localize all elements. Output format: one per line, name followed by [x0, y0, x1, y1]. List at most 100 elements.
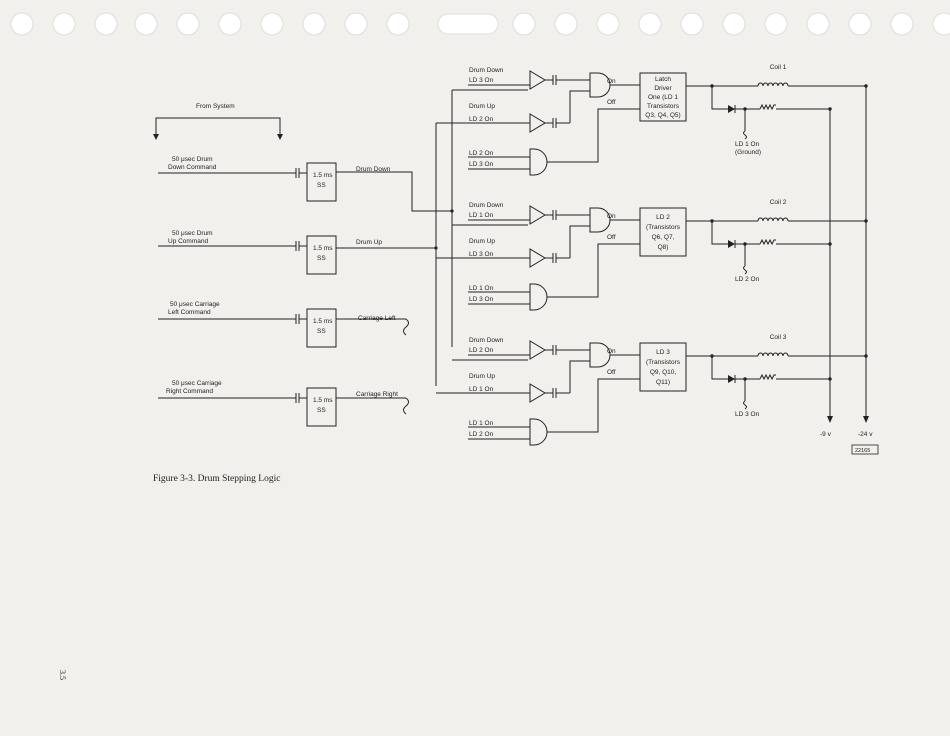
punch-hole — [386, 12, 410, 36]
ss-type-label: SS — [317, 407, 326, 414]
input-label: Drum Down — [469, 337, 504, 344]
drawing-number-box — [851, 444, 879, 455]
punch-hole — [10, 12, 34, 36]
coil-symbol — [757, 217, 789, 222]
carriage-left-output-label: Carriage Left — [358, 315, 396, 322]
punch-hole — [764, 12, 788, 36]
amplifier-symbol — [529, 70, 546, 90]
drum-down-command-label: 50 μsec Drum Down Command — [168, 156, 217, 171]
input-label: LD 1 On — [469, 386, 494, 393]
input-label: LD 2 On — [469, 116, 494, 123]
input-label: LD 3 On — [469, 77, 494, 84]
ss-time-label: 1.5 ms — [313, 318, 333, 325]
ss-box — [306, 308, 337, 348]
driver-label: Q11) — [656, 379, 670, 386]
from-system-label: From System — [196, 103, 235, 110]
input-label: Drum Down — [469, 202, 504, 209]
input-label: LD 3 On — [469, 251, 494, 258]
on-label: On — [607, 213, 616, 220]
ss-box — [306, 387, 337, 427]
or-gate — [589, 207, 611, 233]
punch-hole — [302, 12, 326, 36]
ld-label: LD 1 On — [735, 141, 760, 148]
coil-symbol — [757, 82, 789, 87]
ld-label: LD 3 On — [735, 411, 760, 418]
ss-box — [306, 235, 337, 275]
driver-label: LD 2 — [656, 214, 670, 221]
punch-hole — [680, 12, 704, 36]
ss-type-label: SS — [317, 255, 326, 262]
ld-label: (Ground) — [735, 149, 761, 156]
and-gate — [529, 148, 548, 176]
ss-time-label: 1.5 ms — [313, 172, 333, 179]
punch-hole — [722, 12, 746, 36]
input-label: LD 3 On — [469, 296, 494, 303]
punch-hole — [806, 12, 830, 36]
diode-symbol — [728, 105, 735, 113]
punch-hole — [554, 12, 578, 36]
off-label: Off — [607, 99, 616, 106]
latch-driver-box — [639, 207, 687, 257]
input-label: Drum Up — [469, 373, 495, 380]
carriage-right-command-label: 50 μsec Carriage Right Command — [166, 380, 222, 395]
drawing-number: 22165 — [855, 448, 870, 454]
svg-text:50 μsec Drum: 50 μsec Drum — [172, 230, 213, 237]
neg-24v-label: -24 v — [858, 431, 873, 438]
input-label: LD 1 On — [469, 212, 494, 219]
punch-hole — [260, 12, 284, 36]
ld-label: LD 2 On — [735, 276, 760, 283]
punch-hole — [512, 12, 536, 36]
driver-label: Driver — [654, 85, 672, 92]
punch-hole — [134, 12, 158, 36]
driver-label: (Transistors — [646, 224, 681, 231]
driver-label: Q8) — [658, 244, 669, 251]
driver-label: (Transistors — [646, 359, 681, 366]
neg-9v-label: -9 v — [820, 431, 832, 438]
punch-hole — [932, 12, 950, 36]
svg-text:Up Command: Up Command — [168, 238, 208, 245]
punch-hole — [218, 12, 242, 36]
punch-hole — [848, 12, 872, 36]
carriage-right-output-label: Carriage Right — [356, 391, 398, 398]
resistor-symbol — [759, 373, 776, 381]
driver-label: Q3, Q4, Q5) — [645, 112, 680, 119]
input-label: LD 2 On — [469, 431, 494, 438]
amplifier-symbol — [529, 340, 546, 360]
diode-symbol — [728, 240, 735, 248]
amplifier-symbol — [529, 205, 546, 225]
punch-holes — [10, 12, 950, 36]
svg-text:Down Command: Down Command — [168, 164, 217, 171]
supply-rails — [827, 86, 869, 423]
ss-box — [306, 162, 337, 202]
drum-up-command-label: 50 μsec Drum Up Command — [168, 230, 213, 245]
input-label: LD 2 On — [469, 150, 494, 157]
punch-hole — [638, 12, 662, 36]
amplifier-symbol — [529, 383, 546, 403]
punch-hole — [890, 12, 914, 36]
ss-type-label: SS — [317, 328, 326, 335]
ss-time-label: 1.5 ms — [313, 245, 333, 252]
svg-text:50 μsec Carriage: 50 μsec Carriage — [172, 380, 222, 387]
svg-text:50 μsec Drum: 50 μsec Drum — [172, 156, 213, 163]
or-gate — [589, 72, 611, 98]
driver-label: LD 3 — [656, 349, 670, 356]
driver-label: Transistors — [647, 103, 680, 110]
punch-hole — [176, 12, 200, 36]
input-label: LD 2 On — [469, 347, 494, 354]
and-gate — [529, 418, 548, 446]
amplifier-symbol — [529, 113, 546, 133]
punch-hole — [596, 12, 620, 36]
punch-hole — [94, 12, 118, 36]
punch-slot — [437, 13, 499, 35]
input-label: Drum Up — [469, 103, 495, 110]
diode-symbol — [728, 375, 735, 383]
input-label: LD 1 On — [469, 285, 494, 292]
on-label: On — [607, 78, 616, 85]
amplifier-symbol — [529, 248, 546, 268]
